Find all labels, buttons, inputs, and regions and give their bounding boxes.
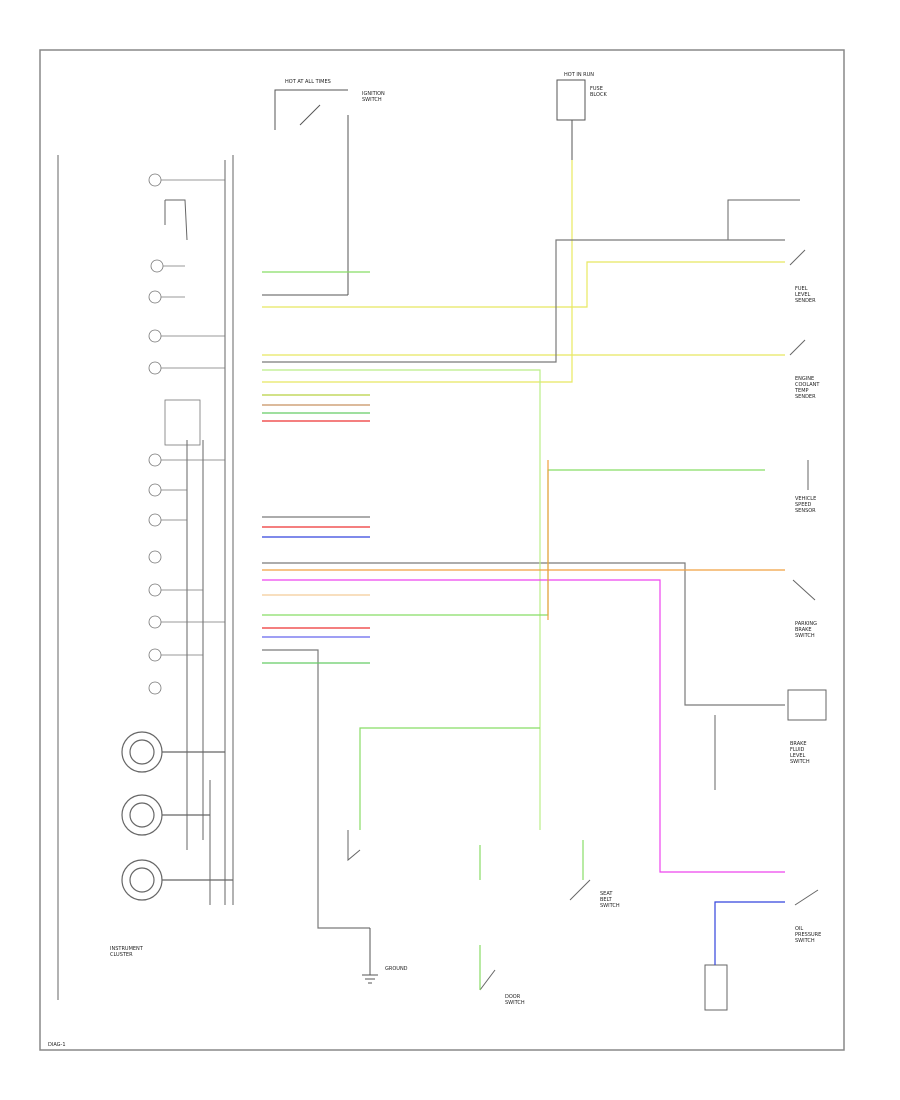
wire-lightgreen-1 xyxy=(262,369,541,830)
cluster-gauges xyxy=(121,731,233,901)
label-ground: GROUND xyxy=(385,966,408,972)
label-page-num: DIAG-1 xyxy=(48,1042,66,1048)
cluster-bus xyxy=(57,155,234,1000)
wire-blue-3 xyxy=(714,901,785,965)
wire-yellow-1 xyxy=(262,261,785,308)
wire-pink-1 xyxy=(262,579,785,873)
diagram-frame xyxy=(39,49,845,1051)
wire-green-2 xyxy=(262,469,765,616)
wire-harness xyxy=(262,160,785,990)
ignition-switch xyxy=(262,89,349,296)
label-hot-in-run: HOT IN RUN xyxy=(564,72,594,78)
cluster-module xyxy=(164,399,201,446)
right-side-components xyxy=(347,199,827,1011)
wire-green-3 xyxy=(359,727,540,830)
wire-yellow-3 xyxy=(262,160,573,383)
fuse-block xyxy=(556,79,586,160)
speedometer-block xyxy=(164,199,188,241)
wire-gray-3 xyxy=(262,649,370,929)
wire-gray-1 xyxy=(262,239,785,363)
ground-symbol xyxy=(362,928,378,984)
cluster-lamps xyxy=(148,173,225,695)
label-hot-at-all-times: HOT AT ALL TIMES xyxy=(285,79,331,85)
wire-gray-2 xyxy=(262,562,785,706)
